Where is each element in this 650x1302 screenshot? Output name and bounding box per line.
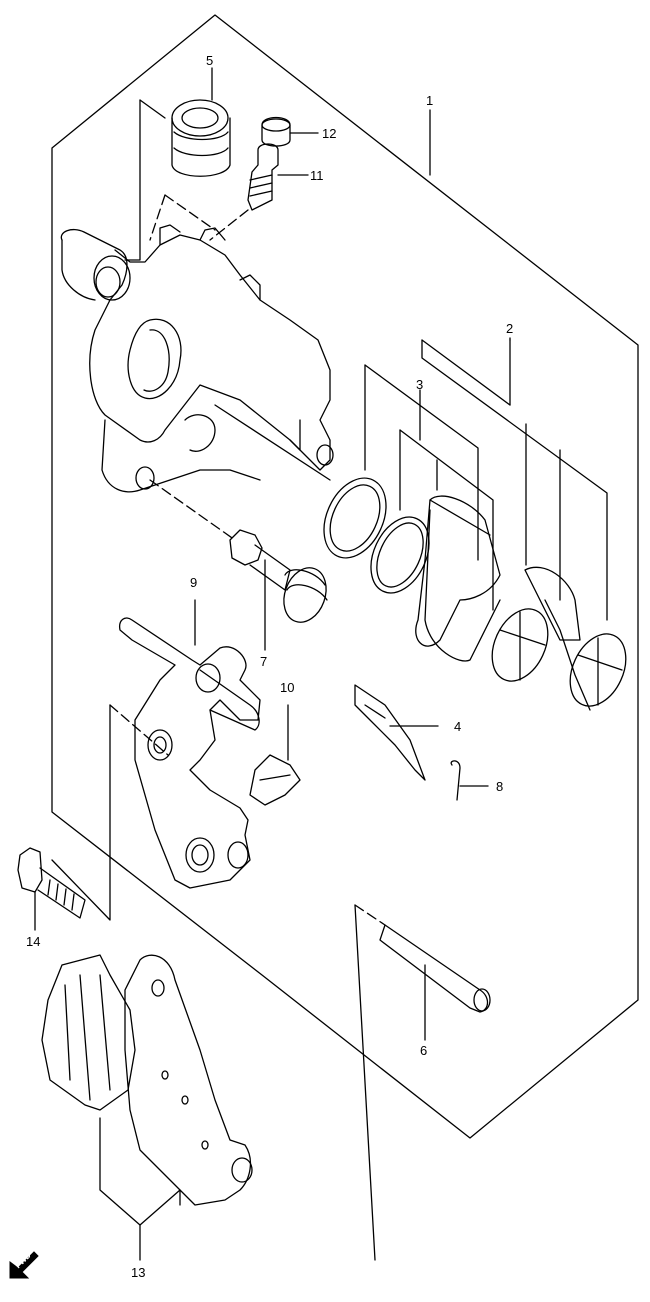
callout-14: 14 [26,934,41,949]
callout-5: 5 [206,53,214,68]
part-3-seals [214,404,430,594]
part-13-brake-pads [41,904,376,1261]
bracket-pistons [364,339,608,621]
forward-arrow-icon [9,1251,39,1279]
part-11-bleed-screw [209,143,309,241]
callout-9: 9 [190,575,198,590]
part-12-cap [261,116,319,147]
callout-3: 3 [416,377,424,392]
part-10-spring-clip [249,704,301,806]
part-2-pistons [415,495,627,711]
callout-10: 10 [280,680,295,695]
part-7-pin-bolt [149,479,328,651]
assembly-frame [51,14,639,1139]
part-6-pin [354,904,491,1041]
callout-2: 2 [506,321,514,336]
part-8-clip [450,760,489,801]
leader-lines [429,109,511,341]
callout-13: 13 [131,1265,146,1280]
part-5-boot [124,67,231,261]
callout-4: 4 [454,719,462,734]
callout-12: 12 [322,126,337,141]
callout-1: 1 [426,93,434,108]
part-4-pad-spring [354,684,439,781]
callout-8: 8 [496,779,504,794]
part-9-bracket [119,599,261,889]
part-14-bolt [17,847,86,931]
callout-11: 11 [310,168,324,183]
callout-6: 6 [420,1043,428,1058]
callout-7: 7 [260,654,268,669]
caliper-body [60,194,334,493]
